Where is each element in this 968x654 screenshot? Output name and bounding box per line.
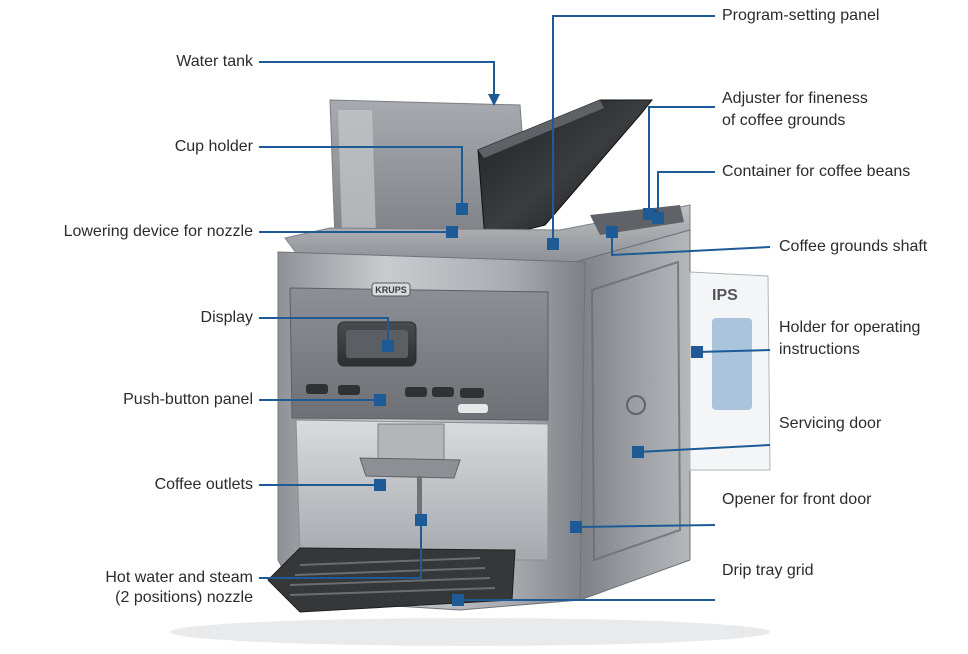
label-program-setting-panel: Program-setting panel xyxy=(722,7,880,24)
marker-lowering-device xyxy=(446,226,458,238)
marker-container-beans xyxy=(652,212,664,224)
marker-drip-tray-grid xyxy=(452,594,464,606)
marker-coffee-outlets xyxy=(374,479,386,491)
label-adjuster-line1: Adjuster for fineness xyxy=(722,90,868,107)
marker-program-setting xyxy=(547,238,559,250)
leader-water-tank xyxy=(259,61,495,96)
display-glass xyxy=(346,330,408,358)
label-coffee-outlets: Coffee outlets xyxy=(154,476,253,493)
servicing-door-shape xyxy=(590,260,682,562)
leader-lines xyxy=(259,15,771,601)
label-holder-line2: instructions xyxy=(779,341,860,358)
push-buttons xyxy=(306,384,488,413)
label-holder-line1: Holder for operating xyxy=(779,319,921,336)
push-button[interactable] xyxy=(338,385,360,395)
marker-push-button xyxy=(374,394,386,406)
push-button[interactable] xyxy=(432,387,454,397)
leader-servicing-door xyxy=(637,444,771,453)
label-opener-front-door: Opener for front door xyxy=(722,491,872,508)
leader-container-beans xyxy=(657,171,715,215)
label-coffee-grounds-shaft: Coffee grounds shaft xyxy=(779,238,928,255)
manual-product-image xyxy=(712,318,752,410)
leader-cup-holder xyxy=(259,146,463,208)
label-hot-water-line1: Hot water and steam xyxy=(105,569,253,586)
marker-hot-water xyxy=(415,514,427,526)
leader-program-setting xyxy=(552,15,715,242)
label-push-button-panel: Push-button panel xyxy=(123,391,253,408)
push-button[interactable] xyxy=(460,388,484,398)
marker-coffee-grounds-shaft xyxy=(606,226,618,238)
label-cup-holder: Cup holder xyxy=(174,138,253,155)
marker-opener-front-door xyxy=(570,521,582,533)
leader-holder-instructions xyxy=(696,349,771,353)
drip-tray-grid-lines xyxy=(289,557,496,596)
brand-badge xyxy=(371,282,411,297)
side-emblem xyxy=(626,395,646,415)
label-container-beans: Container for coffee beans xyxy=(722,163,911,180)
leader-hot-water xyxy=(259,520,422,579)
leader-coffee-grounds-shaft xyxy=(611,232,771,257)
label-hot-water-line2: (2 positions) nozzle xyxy=(115,589,253,606)
leader-display xyxy=(259,317,389,346)
marker-servicing-door xyxy=(632,446,644,458)
leader-opener-front-door xyxy=(575,524,716,528)
label-adjuster-line2: of coffee grounds xyxy=(722,112,846,129)
push-button-label-plate xyxy=(458,404,488,413)
leader-markers xyxy=(374,94,703,606)
push-button[interactable] xyxy=(306,384,328,394)
coffee-machine-illustration: KRUPS IPS xyxy=(170,99,771,646)
steam-nozzle xyxy=(417,476,422,516)
marker-holder-instructions xyxy=(691,346,703,358)
bean-lid-edge xyxy=(478,100,604,158)
label-lowering-device: Lowering device for nozzle xyxy=(63,223,253,240)
brand-badge-text: KRUPS xyxy=(375,285,407,295)
arrowhead-water-tank xyxy=(488,94,500,106)
leader-adjuster xyxy=(648,106,715,212)
manual-brand-text: IPS xyxy=(712,287,738,304)
marker-display xyxy=(382,340,394,352)
marker-cup-holder xyxy=(456,203,468,215)
label-drip-tray-grid: Drip tray grid xyxy=(722,562,814,579)
label-servicing-door: Servicing door xyxy=(779,415,882,432)
floor-shadow xyxy=(170,618,770,646)
push-button[interactable] xyxy=(405,387,427,397)
label-display: Display xyxy=(200,309,253,326)
water-tank-highlight xyxy=(338,110,376,235)
spout-housing xyxy=(377,423,445,465)
label-water-tank: Water tank xyxy=(176,53,253,70)
coffee-outlet-shape xyxy=(359,457,461,479)
